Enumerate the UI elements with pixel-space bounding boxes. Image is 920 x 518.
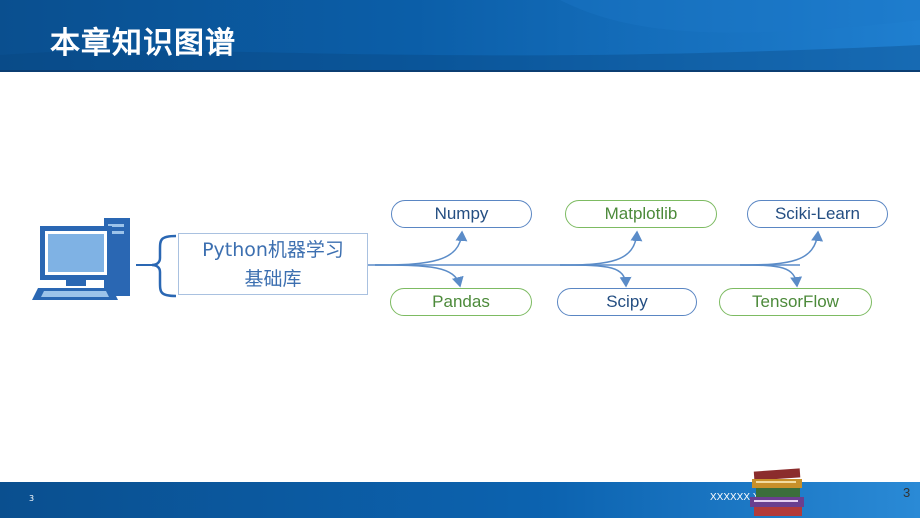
center-node: Python机器学习 基础库 [178,233,368,295]
node-tensorflow: TensorFlow [719,288,872,316]
branch-scikit [739,230,824,266]
header-bar: 本章知识图谱 [0,0,920,70]
branch-tensorflow [739,264,803,288]
brace [151,234,177,298]
node-numpy: Numpy [391,200,532,228]
branch-numpy [374,230,468,266]
footer-page-number: 3 [29,494,35,503]
footer-text: XXXXXX XXXXX [710,492,787,503]
node-matplotlib: Matplotlib [565,200,717,228]
branch-matplotlib [559,230,643,266]
slide-number: 3 [903,485,911,500]
center-line-2: 基础库 [244,268,302,290]
node-scipy: Scipy [557,288,697,316]
header-rule [0,70,920,72]
page-title: 本章知识图谱 [50,26,236,61]
center-line-1: Python机器学习 [202,239,344,261]
branch-scipy [559,264,632,288]
branch-pandas [374,264,464,288]
computer-icon [32,218,130,300]
node-pandas: Pandas [390,288,532,316]
header-decoration [0,0,920,70]
node-sciki-learn: Sciki-Learn [747,200,888,228]
books-icon [750,468,804,516]
